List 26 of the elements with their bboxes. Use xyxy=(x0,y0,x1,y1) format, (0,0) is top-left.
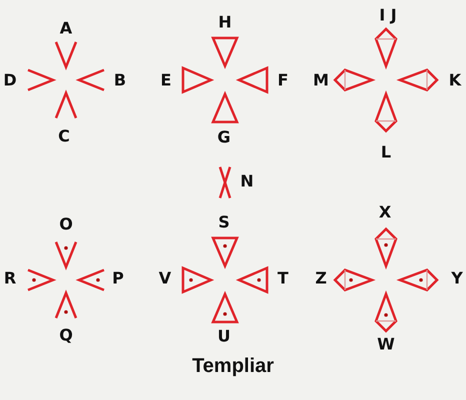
letter-label: N xyxy=(240,172,254,190)
letter-label: P xyxy=(112,268,124,288)
letter-label: B xyxy=(114,70,126,90)
letter-label: H xyxy=(218,12,232,32)
letter-label: X xyxy=(378,202,392,222)
letter-label: W xyxy=(377,334,395,354)
letter-label: K xyxy=(448,70,462,90)
letter-label: T xyxy=(278,268,288,288)
letter-label: I J xyxy=(379,6,397,24)
letter-label: R xyxy=(4,268,16,288)
letter-label: G xyxy=(217,128,231,146)
letter-label: U xyxy=(218,326,230,346)
letter-label: Q xyxy=(59,326,73,344)
letter-label: Z xyxy=(315,268,327,288)
letter-label: F xyxy=(278,70,288,90)
caption: Templiar xyxy=(191,355,275,378)
letter-label: M xyxy=(313,70,329,90)
letter-label: L xyxy=(380,142,392,162)
letter-label: V xyxy=(158,268,172,288)
letter-label: O xyxy=(59,214,73,234)
letter-label: S xyxy=(218,212,230,232)
letter-label: C xyxy=(58,126,70,146)
letter-label: Y xyxy=(451,268,463,288)
letter-label: D xyxy=(3,70,17,90)
letter-label: A xyxy=(60,18,72,38)
letter-label: E xyxy=(160,70,172,90)
